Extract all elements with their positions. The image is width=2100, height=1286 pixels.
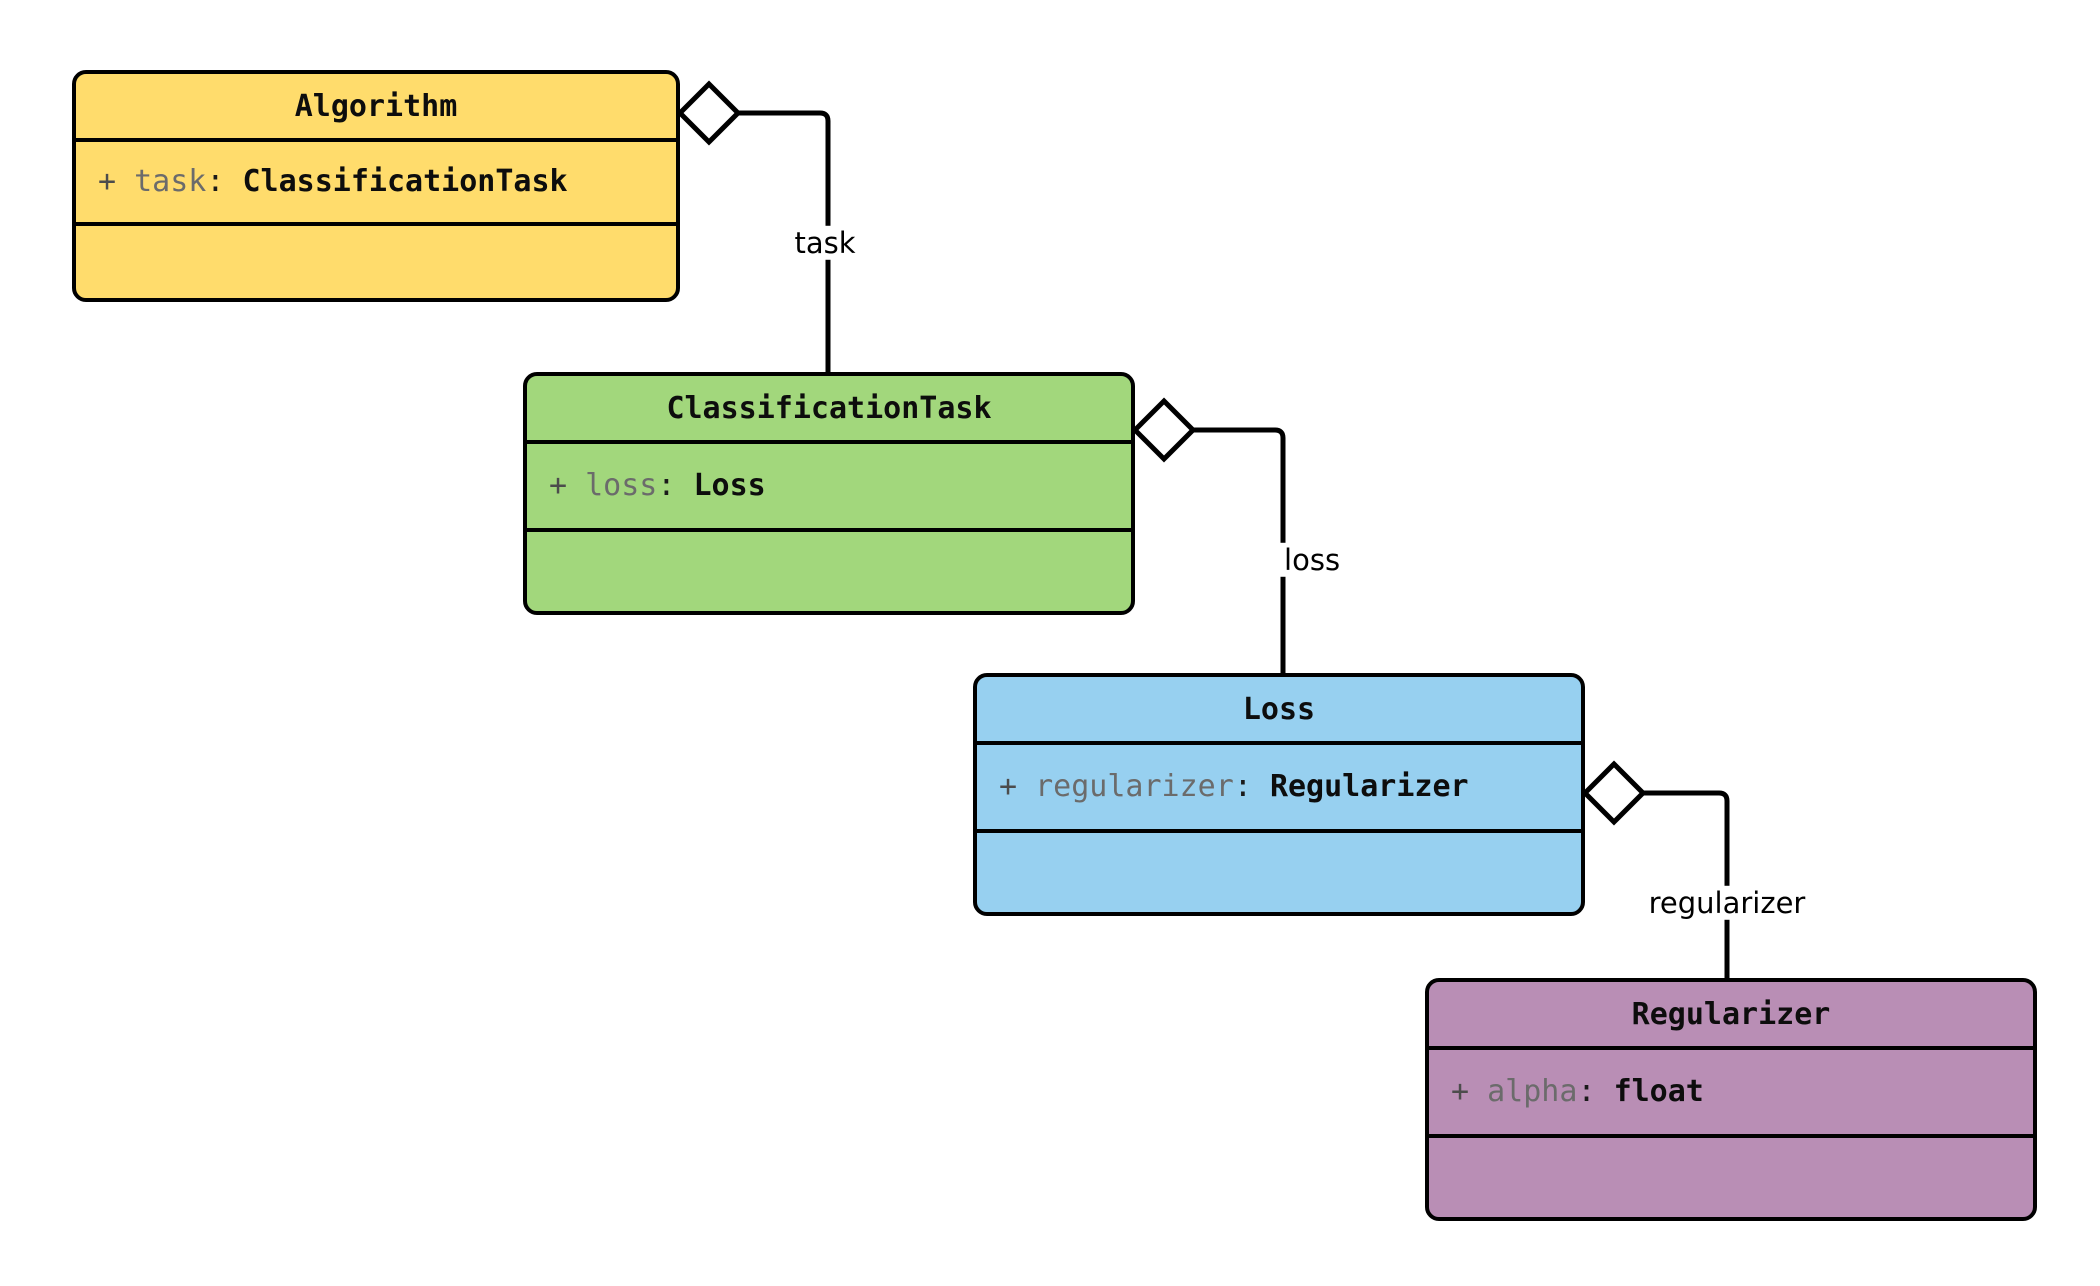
- class-name-label: Regularizer: [1631, 996, 1831, 1032]
- attribute-type: ClassificationTask: [242, 164, 568, 199]
- attribute-row: + loss: Loss: [549, 471, 766, 501]
- class-title-compartment: Loss: [977, 677, 1581, 745]
- class-attributes-compartment: + alpha: float: [1429, 1050, 2033, 1138]
- edge-label-loss: loss: [1279, 542, 1346, 578]
- class-attributes-compartment: + task: ClassificationTask: [76, 142, 676, 226]
- attribute-visibility: +: [1451, 1074, 1470, 1109]
- class-attributes-compartment: + regularizer: Regularizer: [977, 745, 1581, 833]
- uml-class-algorithm[interactable]: Algorithm + task: ClassificationTask: [72, 70, 680, 302]
- edge-loss-regularizer[interactable]: [1581, 760, 1730, 978]
- attribute-separator: :: [657, 468, 676, 503]
- uml-class-loss[interactable]: Loss + regularizer: Regularizer: [973, 673, 1585, 916]
- attribute-visibility: +: [999, 769, 1018, 804]
- edge-label-regularizer: regularizer: [1643, 885, 1811, 921]
- class-methods-compartment: [76, 226, 676, 298]
- class-name-label: Algorithm: [294, 88, 458, 124]
- attribute-name: regularizer: [1035, 769, 1234, 804]
- attribute-row: + task: ClassificationTask: [98, 167, 568, 197]
- class-name-label: Loss: [1242, 691, 1316, 727]
- aggregation-diamond-icon: [676, 80, 742, 146]
- aggregation-diamond-icon: [1131, 397, 1197, 463]
- class-attributes-compartment: + loss: Loss: [527, 444, 1131, 532]
- class-title-compartment: Algorithm: [76, 74, 676, 142]
- class-methods-compartment: [1429, 1138, 2033, 1217]
- attribute-name: loss: [585, 468, 658, 503]
- attribute-separator: :: [1577, 1074, 1596, 1109]
- attribute-visibility: +: [549, 468, 568, 503]
- class-methods-compartment: [527, 532, 1131, 611]
- attribute-visibility: +: [98, 164, 117, 199]
- class-title-compartment: Regularizer: [1429, 982, 2033, 1050]
- attribute-type: Loss: [693, 468, 766, 503]
- class-title-compartment: ClassificationTask: [527, 376, 1131, 444]
- attribute-separator: :: [206, 164, 225, 199]
- attribute-separator: :: [1233, 769, 1252, 804]
- attribute-name: task: [134, 164, 207, 199]
- attribute-type: Regularizer: [1269, 769, 1469, 804]
- attribute-name: alpha: [1487, 1074, 1578, 1109]
- uml-class-classification-task[interactable]: ClassificationTask + loss: Loss: [523, 372, 1135, 615]
- edge-classificationtask-loss[interactable]: [1131, 397, 1286, 673]
- class-methods-compartment: [977, 833, 1581, 912]
- attribute-row: + regularizer: Regularizer: [999, 772, 1469, 802]
- uml-class-regularizer[interactable]: Regularizer + alpha: float: [1425, 978, 2037, 1221]
- attribute-row: + alpha: float: [1451, 1077, 1704, 1107]
- edge-label-task: task: [789, 225, 861, 261]
- aggregation-diamond-icon: [1581, 760, 1647, 826]
- attribute-type: float: [1613, 1074, 1704, 1109]
- class-name-label: ClassificationTask: [666, 390, 992, 426]
